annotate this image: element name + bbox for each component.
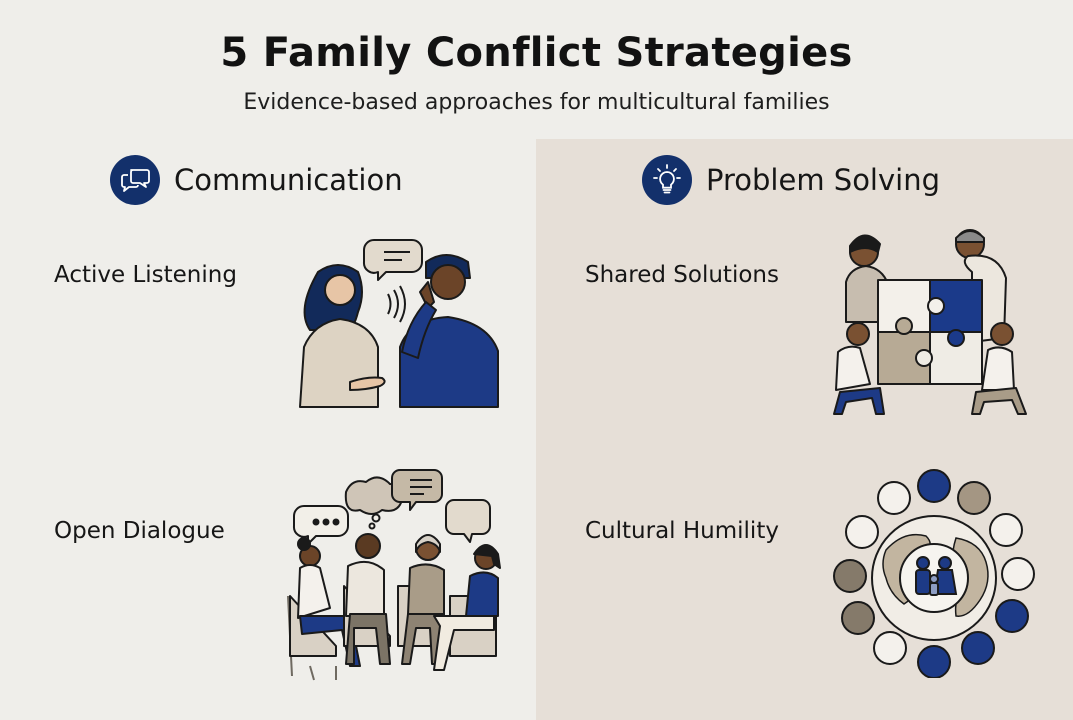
strategy-shared-solutions: Shared Solutions xyxy=(585,262,779,288)
page-title: 5 Family Conflict Strategies xyxy=(220,30,853,76)
problem-solving-panel xyxy=(536,139,1073,720)
strategy-cultural-humility: Cultural Humility xyxy=(585,518,779,544)
chat-bubbles-icon xyxy=(110,155,160,205)
lightbulb-icon xyxy=(642,155,692,205)
page-subtitle: Evidence-based approaches for multicultu… xyxy=(243,90,830,115)
section-communication-heading: Communication xyxy=(110,155,403,205)
shared-solutions-illustration xyxy=(833,229,1027,415)
section-title: Communication xyxy=(174,163,403,197)
strategy-open-dialogue: Open Dialogue xyxy=(54,518,225,544)
strategy-active-listening: Active Listening xyxy=(54,262,237,288)
open-dialogue-illustration xyxy=(287,469,501,681)
active-listening-illustration xyxy=(299,239,499,408)
cultural-humility-illustration xyxy=(833,469,1035,678)
flags-ring xyxy=(833,469,1035,678)
section-title: Problem Solving xyxy=(706,163,940,197)
section-problem-solving-heading: Problem Solving xyxy=(642,155,940,205)
